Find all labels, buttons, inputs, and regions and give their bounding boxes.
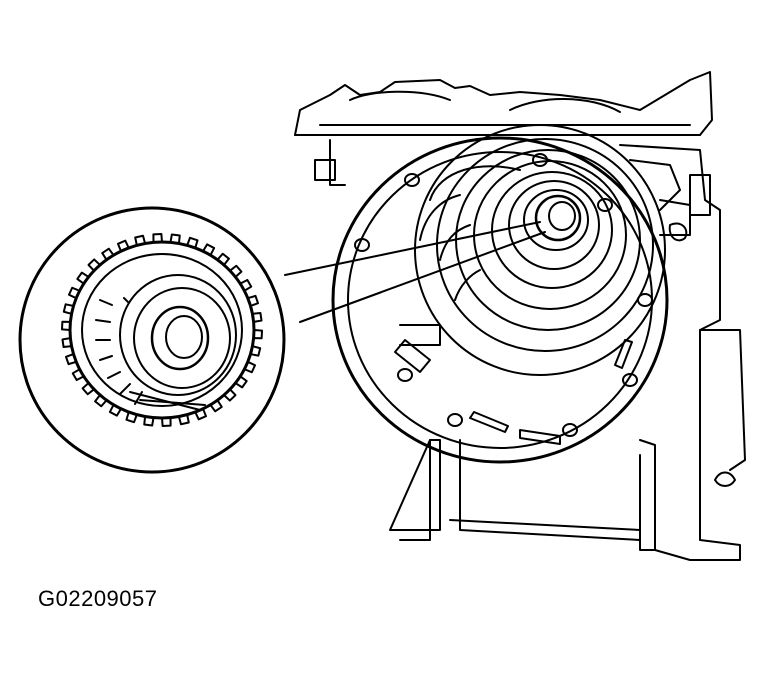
- gear-teeth: [61, 233, 263, 427]
- gear-tooth: [202, 243, 216, 257]
- oil-pump-assembly: [331, 124, 669, 464]
- gear-tooth: [71, 368, 85, 382]
- gear-tooth: [194, 407, 208, 421]
- gear-tooth: [116, 239, 130, 253]
- gear-tooth: [252, 329, 263, 340]
- gear-tooth: [125, 411, 138, 424]
- gear-tooth: [239, 278, 253, 292]
- figure-code: G02209057: [38, 586, 158, 611]
- gear-tooth: [246, 294, 260, 307]
- gear-tooth: [61, 337, 73, 349]
- gear-tooth: [101, 247, 115, 261]
- gear-tooth: [186, 236, 199, 249]
- gear-tooth: [216, 252, 230, 266]
- gear-tooth: [67, 286, 81, 300]
- callout-leader-lines: [284, 221, 546, 323]
- gear-tooth: [94, 394, 108, 408]
- gear-tooth: [222, 388, 237, 402]
- gear-tooth: [169, 233, 181, 245]
- gear-tooth: [249, 345, 262, 357]
- gear-tooth: [87, 258, 102, 272]
- gear-tooth: [243, 360, 257, 374]
- gear-tooth: [209, 399, 223, 413]
- gear-tooth: [134, 234, 147, 247]
- gear-tooth: [81, 382, 96, 396]
- gear-tooth: [143, 415, 155, 427]
- gear-tooth: [228, 264, 243, 278]
- gear-tooth: [234, 375, 248, 389]
- gear-tooth: [108, 403, 122, 417]
- gear-tooth: [152, 233, 163, 244]
- sprag-gear: [61, 233, 263, 427]
- gear-tooth: [161, 416, 172, 427]
- gear-tooth: [62, 303, 75, 315]
- magnified-inset: [18, 206, 286, 474]
- gear-tooth: [251, 311, 263, 323]
- gear-tooth: [61, 320, 72, 331]
- transmission-case: [294, 71, 746, 561]
- drum-rings: [414, 124, 666, 376]
- gear-tooth: [76, 271, 90, 285]
- gear-tooth: [177, 413, 190, 426]
- gear-tooth: [64, 353, 78, 366]
